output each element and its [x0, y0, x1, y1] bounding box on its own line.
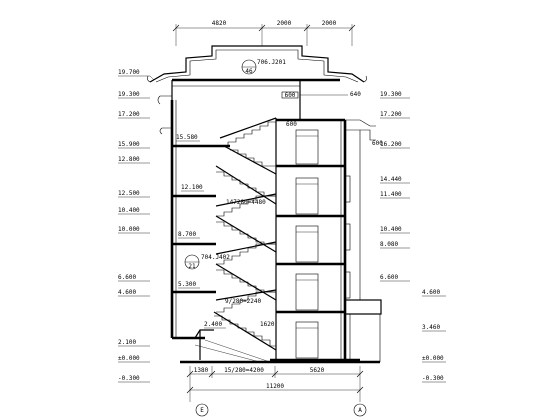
bottom-dim-3: 5620 [310, 367, 325, 374]
note-roof-outlet: 600 [285, 92, 296, 99]
left-wall [157, 95, 214, 360]
note-small-1: 600 [286, 121, 297, 128]
right-level-12: -0.300 [422, 375, 444, 382]
left-level-7: 10.400 [118, 207, 140, 214]
right-level-3: 16.200 [380, 141, 402, 148]
right-level-10: 3.460 [422, 324, 440, 331]
bottom-dim-1: 1380 [194, 367, 209, 374]
wall-detail-code: 704.J402 [201, 254, 230, 261]
axis-label-e: E [200, 407, 204, 414]
stair-level-1: 15.580 [176, 134, 198, 141]
axis-label-a: A [358, 407, 362, 414]
left-level-13: -0.300 [118, 375, 140, 382]
stair-level-2: 12.100 [181, 184, 203, 191]
wall-detail-sheet: 21 [188, 263, 196, 270]
left-level-9: 6.600 [118, 274, 136, 281]
right-level-2: 17.200 [380, 111, 402, 118]
right-level-7: 8.080 [380, 241, 398, 248]
wall-detail-ref: 21 704.J402 [184, 254, 230, 270]
left-level-10: 4.600 [118, 289, 136, 296]
roof-detail-ref: 46 706.J201 [241, 59, 286, 75]
stair-run-note-2: 9/280=2240 [225, 298, 262, 305]
left-level-3: 17.200 [118, 111, 140, 118]
right-level-5: 11.400 [380, 191, 402, 198]
stair-labels: 15.580 12.100 8.700 5.300 2.400 147280=4… [176, 121, 383, 329]
stair-level-5: 2.400 [204, 321, 222, 328]
right-level-11: ±0.000 [422, 355, 444, 362]
note-small-3: 1620 [260, 321, 275, 328]
staircase [213, 117, 277, 362]
stair-run-note-1: 147280=4480 [226, 199, 266, 206]
note-small-2: 600 [372, 140, 383, 147]
stair-level-3: 8.700 [178, 231, 196, 238]
left-elevation-labels: 19.700 19.300 17.200 15.900 12.800 12.50… [118, 69, 155, 383]
right-level-1: 19.300 [380, 91, 402, 98]
bottom-dim-total: 11200 [266, 383, 284, 390]
top-dim-3: 2000 [322, 20, 337, 27]
right-elevation-labels: 19.300 17.200 16.200 14.440 11.400 10.40… [380, 91, 446, 383]
roof-detail-sheet: 46 [245, 68, 253, 75]
axis-bubbles: E A [195, 403, 367, 417]
bottom-dimension-line: 1380 15/280=4200 5620 11200 [186, 366, 364, 402]
left-level-11: 2.100 [118, 339, 136, 346]
left-level-12: ±0.000 [118, 355, 140, 362]
top-dim-2: 2000 [277, 20, 292, 27]
left-level-2: 19.300 [118, 91, 140, 98]
right-level-4: 14.440 [380, 176, 402, 183]
left-level-4: 15.900 [118, 141, 140, 148]
top-dim-1: 4820 [212, 20, 227, 27]
left-level-5: 12.800 [118, 156, 140, 163]
left-level-8: 10.000 [118, 226, 140, 233]
top-dimension-line: 4820 2000 2000 [172, 20, 356, 46]
interior-rooms [194, 119, 382, 363]
left-level-1: 19.700 [118, 69, 140, 76]
right-level-8: 6.600 [380, 274, 398, 281]
note-roof-eave: 640 [350, 91, 361, 98]
right-level-9: 4.600 [422, 289, 440, 296]
left-level-6: 12.500 [118, 190, 140, 197]
bottom-dim-2: 15/280=4200 [224, 367, 264, 374]
stair-level-4: 5.300 [178, 281, 196, 288]
right-level-6: 10.400 [380, 226, 402, 233]
roof: 600 640 [147, 45, 367, 120]
roof-detail-code: 706.J201 [257, 59, 286, 66]
